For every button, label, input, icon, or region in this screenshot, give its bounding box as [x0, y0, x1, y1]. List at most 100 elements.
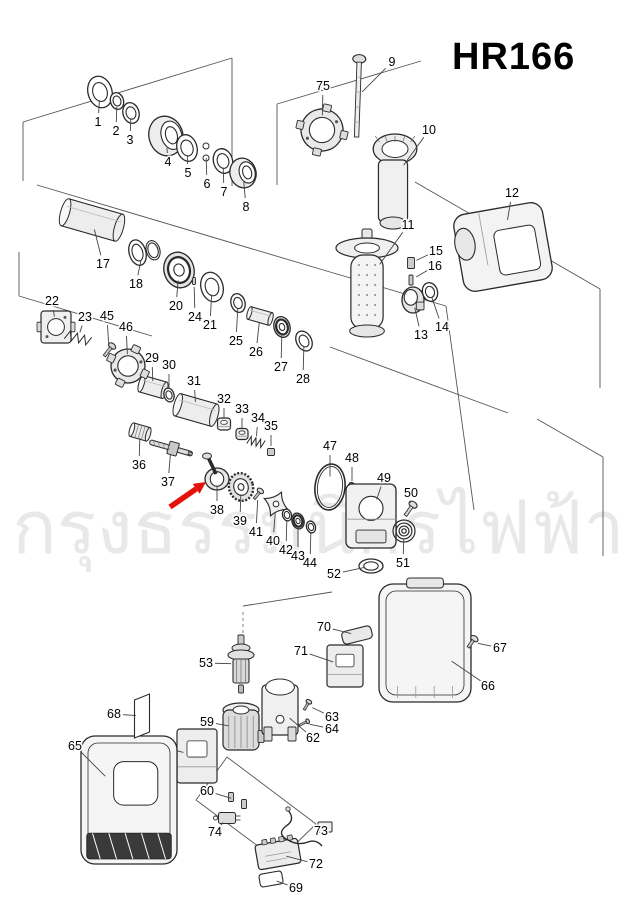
part-number-2: 2 — [113, 124, 120, 138]
leader-line-45 — [107, 324, 110, 345]
section-boundary-line — [22, 57, 233, 123]
part-number-74: 74 — [208, 825, 222, 839]
part-number-42: 42 — [279, 543, 293, 557]
part-glyph-41 — [252, 487, 265, 501]
part-number-53: 53 — [199, 656, 213, 670]
part-number-66: 66 — [481, 679, 495, 693]
part-number-33: 33 — [235, 402, 249, 416]
part-number-69: 69 — [289, 881, 303, 895]
part-glyph-35 — [267, 448, 275, 456]
part-number-71: 71 — [294, 644, 308, 658]
leader-line-41 — [256, 499, 259, 524]
part-number-9: 9 — [389, 55, 396, 69]
leader-line-40 — [273, 512, 276, 533]
part-number-10: 10 — [422, 123, 436, 137]
part-glyph-47 — [314, 463, 346, 511]
part-glyph-15 — [407, 257, 415, 269]
leader-line-52 — [342, 566, 366, 573]
part-glyph-11 — [335, 228, 399, 338]
leader-line-34 — [256, 426, 258, 437]
part-number-3: 3 — [127, 133, 134, 147]
leader-line-36 — [138, 437, 141, 457]
leader-line-60 — [215, 793, 232, 799]
part-glyph-65 — [80, 735, 178, 865]
part-glyph-33 — [235, 427, 249, 441]
section-boundary-line — [36, 184, 331, 273]
leader-line-9 — [361, 68, 386, 93]
part-number-47: 47 — [323, 439, 337, 453]
part-glyph-43 — [291, 512, 305, 530]
part-glyph-27 — [273, 316, 291, 338]
leader-line-13 — [414, 307, 420, 327]
part-number-64: 64 — [325, 722, 339, 736]
part-glyph-72 — [254, 834, 302, 871]
part-number-23: 23 — [78, 310, 92, 324]
part-glyph-50 — [403, 500, 418, 518]
leader-line-16 — [415, 270, 428, 278]
section-boundary-line — [445, 305, 475, 511]
part-glyph-21 — [199, 271, 225, 303]
section-boundary-line — [276, 60, 422, 105]
part-glyph-70 — [341, 625, 373, 645]
part-number-39: 39 — [233, 514, 247, 528]
part-glyph-52 — [358, 558, 384, 574]
part-number-31: 31 — [187, 374, 201, 388]
part-glyph-69 — [258, 870, 284, 888]
part-glyph-38 — [202, 452, 230, 491]
part-glyph-49 — [345, 483, 397, 549]
part-glyph-26 — [246, 306, 274, 326]
leader-line-11 — [379, 232, 404, 265]
part-number-41: 41 — [249, 525, 263, 539]
part-number-4: 4 — [165, 155, 172, 169]
section-boundary-line — [18, 295, 153, 337]
part-number-48: 48 — [345, 451, 359, 465]
leader-line-44 — [309, 532, 312, 555]
leader-line-46 — [126, 335, 128, 355]
leader-line-2 — [115, 106, 118, 123]
leader-line-59 — [215, 723, 229, 727]
part-glyph-25 — [230, 293, 246, 313]
leader-line-23 — [79, 325, 83, 333]
part-glyph-59 — [222, 702, 265, 751]
part-number-32: 32 — [217, 392, 231, 406]
part-glyph-62 — [261, 678, 299, 742]
part-glyph-44 — [305, 520, 317, 534]
part-number-28: 28 — [296, 372, 310, 386]
part-glyph-2 — [109, 91, 125, 111]
part-glyph-73 — [280, 806, 333, 847]
leader-line-8 — [243, 182, 246, 199]
leader-line-68 — [122, 714, 137, 717]
part-number-63: 63 — [325, 710, 339, 724]
part-number-7: 7 — [221, 185, 228, 199]
part-number-67: 67 — [493, 641, 507, 655]
part-number-50: 50 — [404, 486, 418, 500]
part-glyph-23 — [63, 329, 93, 347]
leader-line-25 — [236, 308, 239, 333]
leader-line-17 — [93, 229, 102, 256]
part-glyph-68 — [133, 693, 151, 739]
leader-line-20 — [176, 280, 179, 298]
part-glyph-61 — [176, 728, 218, 784]
part-glyph-12 — [453, 202, 553, 292]
part-glyph-4 — [148, 115, 184, 157]
part-glyph-74 — [213, 812, 241, 824]
leader-line-42 — [285, 520, 288, 542]
leader-line-65 — [81, 752, 106, 777]
part-glyph-6 — [202, 142, 210, 162]
red-pointer-arrow — [168, 482, 206, 510]
leader-line-14 — [431, 297, 440, 319]
part-glyph-64 — [298, 718, 311, 727]
part-glyph-28 — [295, 330, 313, 352]
part-glyph-51 — [392, 519, 416, 543]
part-glyph-1 — [87, 75, 113, 109]
part-glyph-9 — [352, 54, 367, 138]
leader-line-62 — [289, 717, 307, 733]
leader-line-71 — [309, 653, 334, 663]
part-glyph-20 — [163, 251, 195, 289]
leader-line-69 — [276, 880, 288, 886]
leader-line-66 — [451, 660, 481, 682]
leader-line-24 — [193, 286, 196, 309]
part-number-60: 60 — [200, 784, 214, 798]
section-boundary-line — [536, 418, 604, 458]
